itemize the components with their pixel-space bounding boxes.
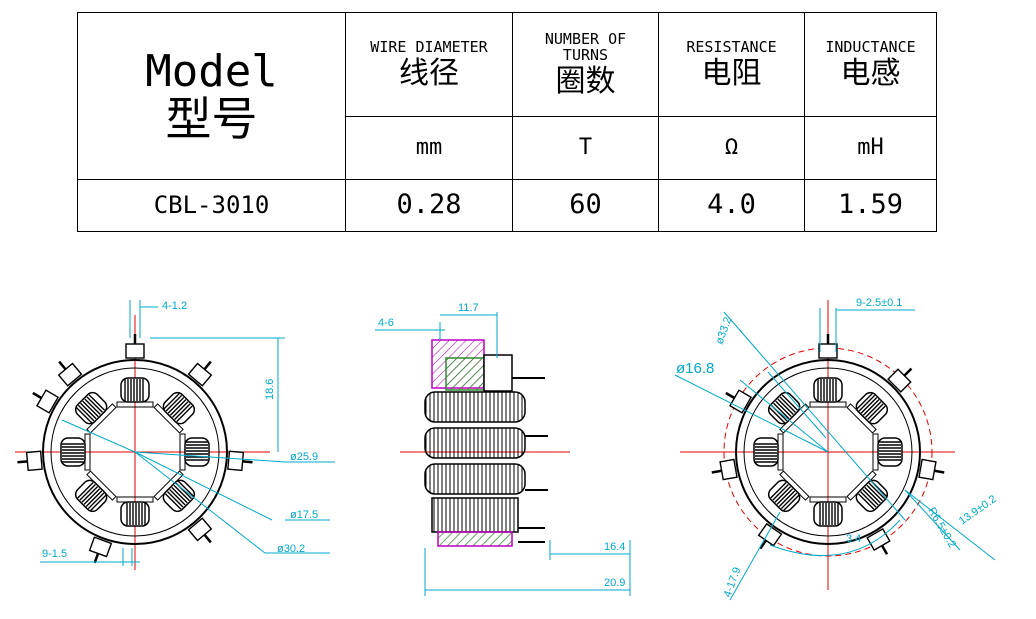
- side-coil-1: [424, 391, 526, 423]
- front-outer-ring: [42, 359, 228, 545]
- side-width-label: 11.7: [458, 302, 479, 314]
- coil-winding: [153, 470, 196, 513]
- inductance-header: INDUCTANCE 电感: [804, 12, 937, 117]
- mounting-tab: [725, 389, 753, 414]
- coil-winding: [179, 433, 210, 471]
- unit-ohm: Ω: [658, 116, 805, 180]
- mounting-tab: [125, 334, 145, 359]
- rear-dashed-circle: [723, 347, 933, 557]
- coil-winding: [74, 470, 117, 513]
- resistance-en: RESISTANCE: [686, 37, 777, 56]
- rear-dimension-label: 13.9±0.2: [957, 493, 999, 527]
- model-value: CBL-3010: [77, 179, 346, 232]
- turns-header: NUMBER OF TURNS 圈数: [512, 12, 659, 117]
- wire-diameter-value: 0.28: [345, 179, 513, 232]
- inductance-value: 1.59: [804, 179, 937, 232]
- unit-mh: mH: [804, 116, 937, 180]
- mounting-tab: [187, 360, 213, 387]
- inductance-en: INDUCTANCE: [825, 37, 916, 56]
- wire-diameter-en: WIRE DIAMETER: [370, 37, 488, 56]
- front-diameter-2: ø17.5: [290, 509, 318, 521]
- side-length-2: 20.9: [604, 577, 625, 589]
- mounting-tab: [711, 458, 738, 481]
- rear-outer-ring: [735, 359, 921, 545]
- mounting-tab: [887, 367, 913, 393]
- coil-winding: [153, 391, 196, 434]
- mounting-tab: [818, 334, 838, 359]
- mounting-tab: [918, 458, 945, 481]
- rear-inner-ring: [743, 367, 913, 537]
- model-header-cn: 型号: [165, 91, 258, 146]
- coil-winding: [60, 433, 91, 471]
- front-height-label: 18.6: [264, 379, 276, 400]
- turns-en: NUMBER OF TURNS: [544, 30, 627, 64]
- coil-winding: [767, 470, 810, 513]
- mounting-tab: [227, 450, 253, 472]
- mounting-tab: [32, 389, 60, 414]
- model-header-en: Model: [145, 45, 278, 97]
- side-core-bottom: [437, 531, 513, 547]
- front-diameter-3: ø30.2: [277, 543, 305, 555]
- unit-mm: mm: [345, 116, 513, 180]
- side-length-1: 16.4: [604, 541, 625, 553]
- mounting-tab: [57, 360, 83, 387]
- unit-t: T: [512, 116, 659, 180]
- coil-winding: [809, 496, 847, 527]
- front-inner-ring: [50, 367, 220, 537]
- front-coils: [60, 377, 210, 527]
- wire-diameter-cn: 线径: [399, 55, 459, 91]
- model-header-cell: Model 型号: [77, 12, 346, 180]
- front-pins-label: 9-1.5: [42, 548, 67, 560]
- mounting-tab: [187, 517, 213, 544]
- resistance-value: 4.0: [658, 179, 805, 232]
- spec-table: Model 型号 WIRE DIAMETER 线径 NUMBER OF TURN…: [77, 12, 937, 232]
- coil-winding: [846, 470, 889, 513]
- side-pitch-label: 4-6: [378, 317, 394, 329]
- coil-winding: [74, 391, 117, 434]
- side-coil-2: [424, 427, 526, 459]
- mounting-tab: [17, 450, 43, 472]
- coil-winding: [767, 391, 810, 434]
- resistance-cn: 电阻: [701, 55, 762, 91]
- coil-winding: [872, 433, 903, 471]
- rear-view-drawing: ø33.2 ø16.8 9-2.5±0.1 R6.5±0.2 13.9±0.2 …: [674, 297, 999, 601]
- mounting-tab: [757, 522, 783, 550]
- mounting-tab: [88, 536, 113, 564]
- front-tabs: [17, 334, 253, 564]
- rear-tabs: [711, 334, 945, 555]
- coil-winding: [116, 377, 154, 408]
- side-view-drawing: 4-6 11.7 16.4 20.9: [375, 302, 631, 596]
- coil-winding: [846, 391, 889, 434]
- front-view-drawing: 4-1.2 18.6 ø25.9 ø17.5 ø30.2 9-1.5: [15, 300, 335, 570]
- turns-cn: 圈数: [555, 63, 616, 99]
- rear-diameter-2: ø16.8: [676, 360, 714, 377]
- coil-winding: [753, 433, 784, 471]
- coil-winding: [116, 496, 154, 527]
- side-coil-4: [431, 497, 519, 533]
- rear-diameter-1: ø33.2: [714, 315, 735, 346]
- side-coil-3: [424, 463, 526, 495]
- front-diameter-1: ø25.9: [290, 451, 318, 463]
- rear-small-dim: 3.4: [846, 533, 861, 545]
- inductance-cn: 电感: [840, 55, 901, 91]
- coil-winding: [809, 377, 847, 408]
- turns-value: 60: [512, 179, 659, 232]
- rear-coils: [753, 377, 903, 527]
- rear-pins-label: 9-2.5±0.1: [856, 297, 902, 309]
- front-pitch-label: 4-1.2: [162, 300, 187, 312]
